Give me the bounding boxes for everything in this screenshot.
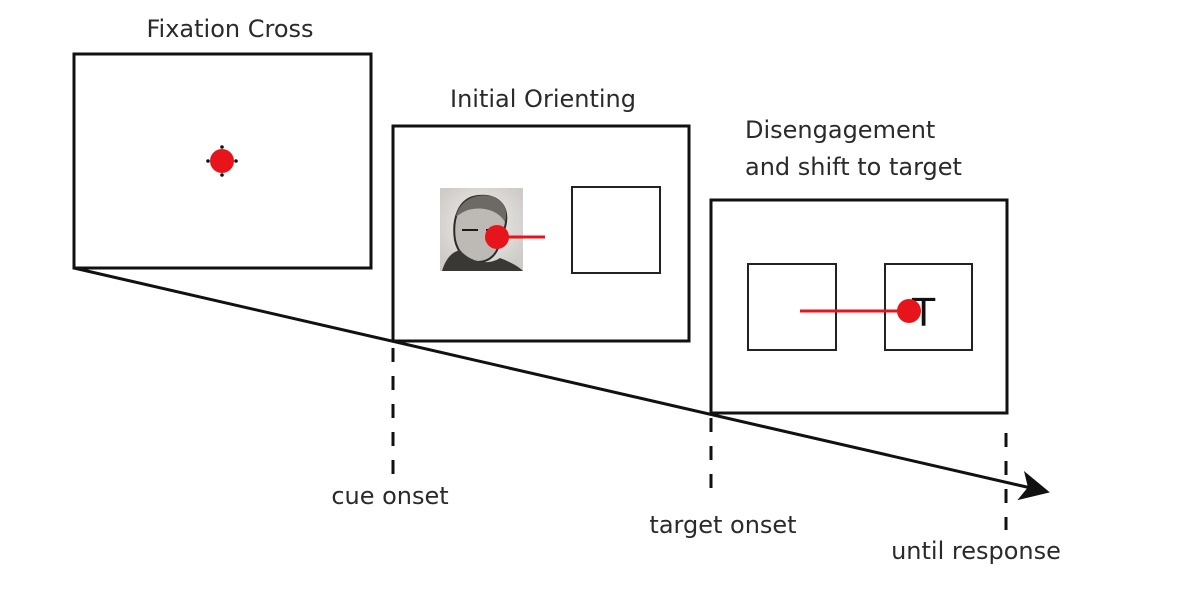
left-location-box [747, 263, 837, 351]
until-response-label: until response [891, 537, 1061, 565]
stage-title: Initial Orienting [450, 85, 636, 113]
stage-title-line-2: and shift to target [745, 153, 962, 181]
stage-title: Fixation Cross [146, 15, 313, 43]
cue-onset-label: cue onset [331, 482, 448, 510]
stage-initial-orienting: Initial Orienting [391, 85, 691, 343]
gaze-dot-icon [485, 225, 509, 249]
cue-location-box [571, 186, 661, 274]
stage-fixation: Fixation Cross [72, 15, 373, 270]
timeline-arrow [73, 266, 1050, 501]
stage-disengagement: Disengagement and shift to target T [709, 116, 1009, 415]
face-cue-image [440, 188, 523, 271]
stage-title-line-1: Disengagement [745, 116, 935, 144]
gaze-dot-icon [897, 299, 921, 323]
target-onset-label: target onset [649, 511, 796, 539]
fixation-dot-icon [206, 145, 238, 177]
